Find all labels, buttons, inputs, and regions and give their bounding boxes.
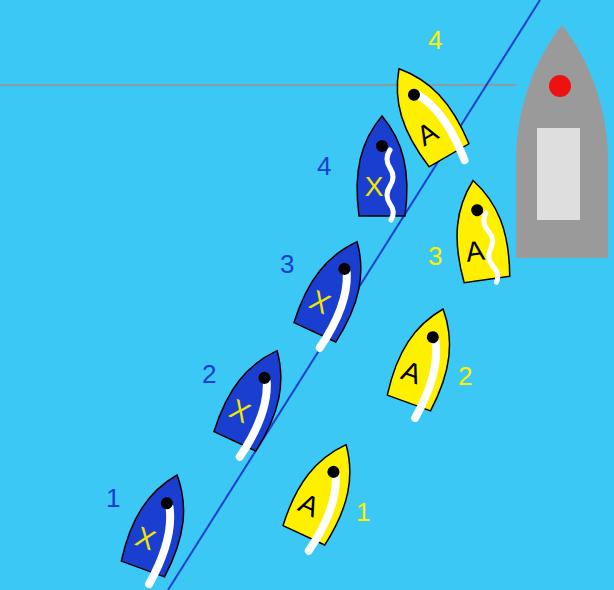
callout-number: 2 <box>202 360 216 388</box>
callout-number: 1 <box>106 484 120 512</box>
boat: X <box>116 465 205 579</box>
boat: A <box>278 432 373 547</box>
boat-hull <box>278 432 373 547</box>
start-line <box>0 84 516 86</box>
callout-number: 4 <box>317 152 331 180</box>
callout-number: 2 <box>458 362 472 390</box>
cabin <box>537 128 580 220</box>
boat-hull <box>116 465 205 579</box>
callout-number: 1 <box>356 498 370 526</box>
boat-hull <box>382 299 471 413</box>
boat: A <box>444 176 515 283</box>
blue-course-line <box>168 0 540 590</box>
sail-letter: A <box>464 235 487 268</box>
callout-number: 3 <box>280 250 294 278</box>
callout-number: 3 <box>428 242 442 270</box>
boat: X <box>289 229 384 344</box>
boat: X <box>353 116 411 216</box>
boat-hull <box>444 176 515 283</box>
callout-number: 4 <box>428 26 442 54</box>
boat-hull <box>289 229 384 344</box>
boat: A <box>382 299 471 413</box>
committee-boat <box>516 25 608 258</box>
sail-letter: X <box>365 171 384 202</box>
flag-mark <box>549 75 571 97</box>
